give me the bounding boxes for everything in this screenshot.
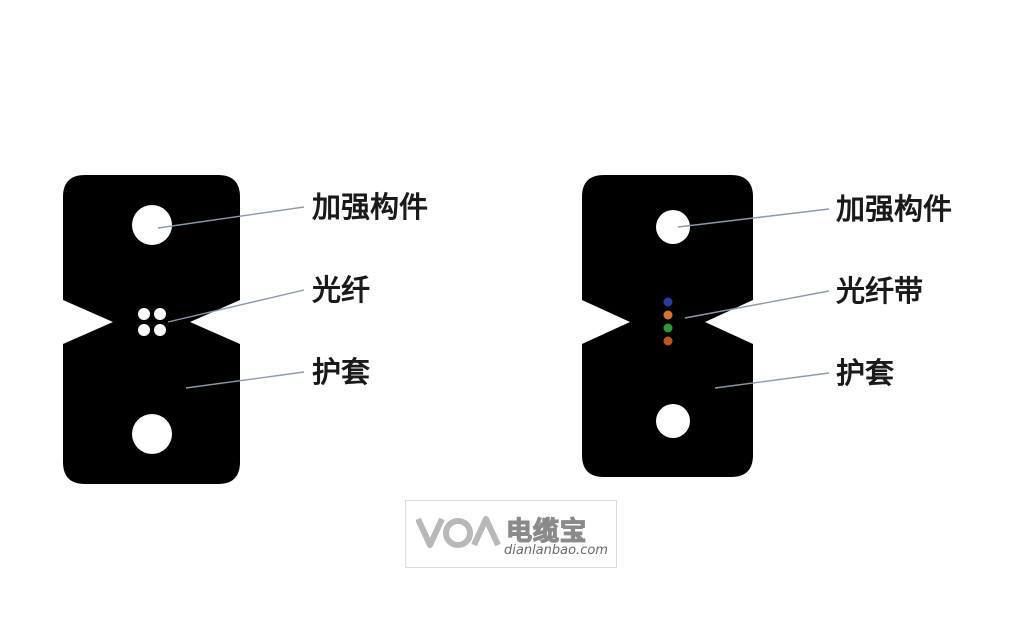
right-strength-member-top: [656, 210, 690, 244]
watermark-url: dianlanbao.com: [504, 543, 608, 558]
ribbon-fiber-dot: [663, 323, 673, 333]
right-fiber-ribbon: [663, 297, 673, 346]
fiber-dot: [154, 308, 166, 320]
left-leader-strength-member: [157, 206, 305, 229]
right-strength-member-bottom: [656, 404, 690, 438]
right-label-sheath: 护套: [836, 356, 895, 390]
left-label-fiber: 光纤: [312, 273, 371, 307]
right-label-strength-member: 加强构件: [836, 192, 953, 226]
watermark-logo-icon: [416, 516, 501, 548]
right-cable: [582, 175, 830, 477]
right-leader-sheath: [714, 372, 830, 389]
left-strength-member-top: [132, 205, 172, 245]
fiber-dot: [138, 324, 150, 336]
right-label-fiber-ribbon: 光纤带: [836, 274, 924, 308]
watermark: 电缆宝 dianlanbao.com: [405, 500, 617, 568]
left-cable-jacket: [63, 175, 240, 484]
left-cable: [63, 175, 305, 484]
right-leader-fiber-ribbon: [684, 290, 830, 319]
ribbon-fiber-dot: [663, 336, 673, 346]
right-leader-strength-member: [677, 208, 830, 228]
left-label-strength-member: 加强构件: [312, 190, 429, 224]
watermark-name: 电缆宝: [505, 516, 588, 547]
left-label-sheath: 护套: [312, 355, 371, 389]
left-leader-fiber: [167, 289, 305, 323]
left-fibers: [138, 308, 166, 336]
ribbon-fiber-dot: [663, 310, 673, 320]
ribbon-fiber-dot: [663, 297, 673, 307]
fiber-dot: [138, 308, 150, 320]
left-leader-sheath: [185, 371, 305, 389]
left-strength-member-bottom: [132, 414, 172, 454]
fiber-dot: [154, 324, 166, 336]
